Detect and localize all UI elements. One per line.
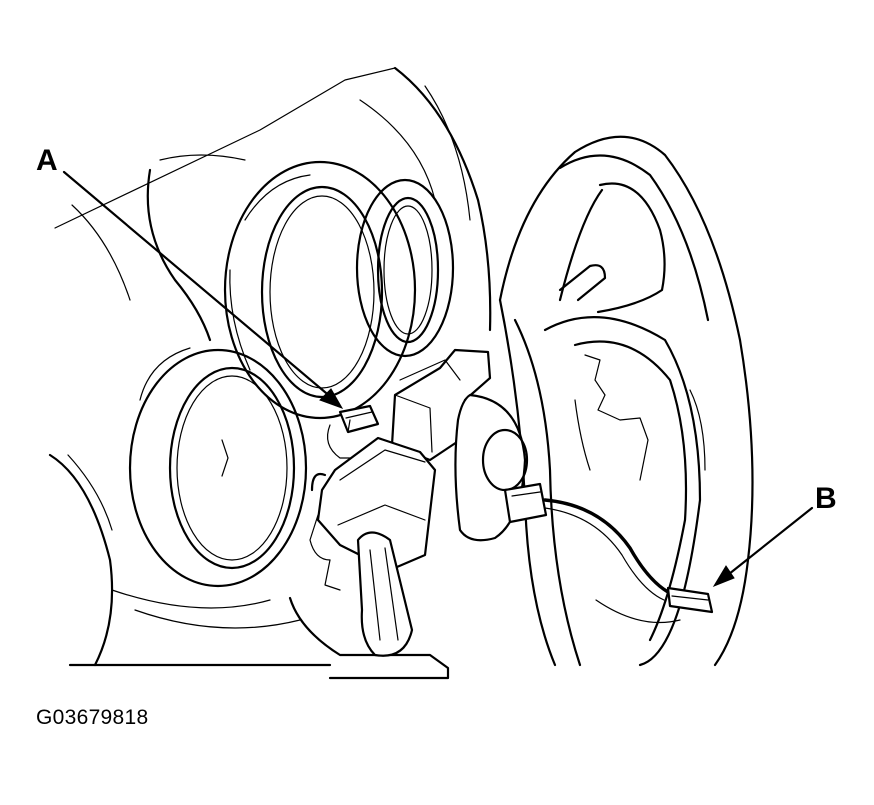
callout-label-a: A [36, 144, 58, 177]
dashboard-outline [48, 66, 492, 680]
combination-switch [309, 348, 529, 657]
callout-arrow-b [712, 506, 814, 588]
connector-a [327, 404, 380, 459]
center-gauge [223, 160, 417, 420]
callout-arrow-a [62, 170, 344, 409]
left-gauge [128, 347, 308, 588]
figure-id: G03679818 [36, 706, 149, 729]
right-gauge [355, 178, 455, 358]
harness-b [503, 482, 714, 614]
callout-label-b: B [815, 482, 837, 515]
